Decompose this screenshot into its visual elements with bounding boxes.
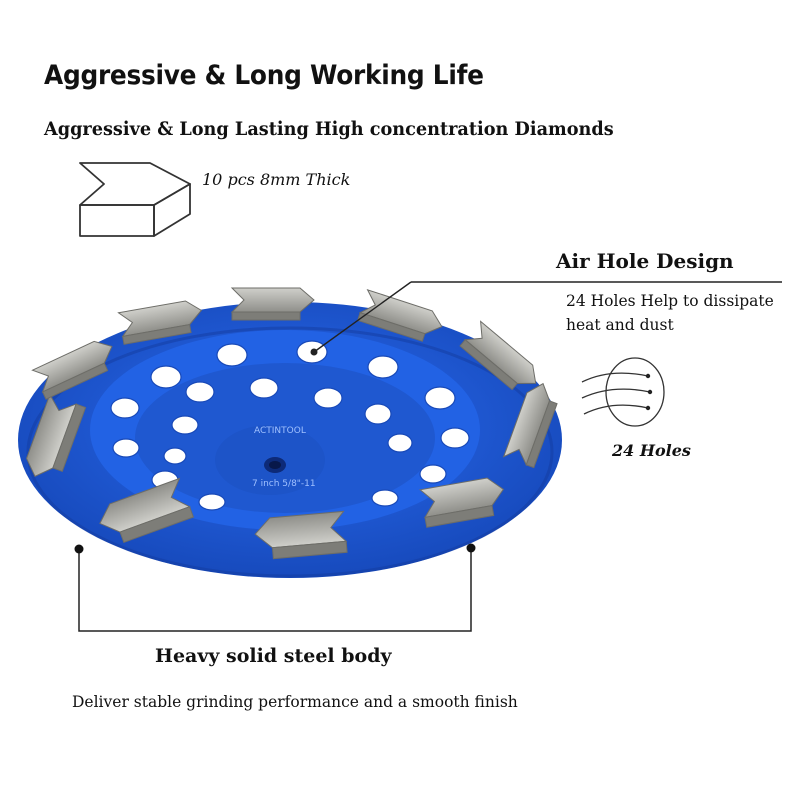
segment [99, 477, 195, 544]
air-hole-callout [313, 281, 782, 353]
segment-outline-icon [79, 162, 191, 237]
steel-body-description: Deliver stable grinding performance and … [72, 693, 518, 711]
wheel-markings: ACTINTOOL 7 inch 5/8"-11 [252, 426, 316, 489]
holes-count-label: 24 Holes [612, 441, 691, 460]
subtitle: Aggressive & Long Lasting High concentra… [44, 118, 614, 140]
segment [31, 340, 113, 400]
segment-thickness-label: 10 pcs 8mm Thick [202, 170, 351, 189]
air-hole-description: 24 Holes Help to dissipate heat and dust [566, 292, 774, 334]
segment [230, 287, 315, 321]
air-hole-title: Air Hole Design [556, 249, 734, 273]
wheel-size-marking: 7 inch 5/8"-11 [252, 479, 316, 489]
segment [254, 510, 348, 560]
segment [502, 382, 558, 469]
air-holes [110, 340, 470, 511]
segment [357, 288, 443, 342]
steel-body-bracket [78, 550, 472, 632]
segment [117, 300, 203, 345]
airflow-icon [581, 357, 665, 427]
segment [26, 393, 87, 478]
segment [418, 477, 505, 528]
segment [459, 320, 537, 391]
wheel-brand: ACTINTOOL [254, 426, 306, 436]
diamond-segments [26, 287, 558, 560]
main-title: Aggressive & Long Working Life [44, 60, 484, 91]
steel-body-title: Heavy solid steel body [155, 645, 392, 667]
